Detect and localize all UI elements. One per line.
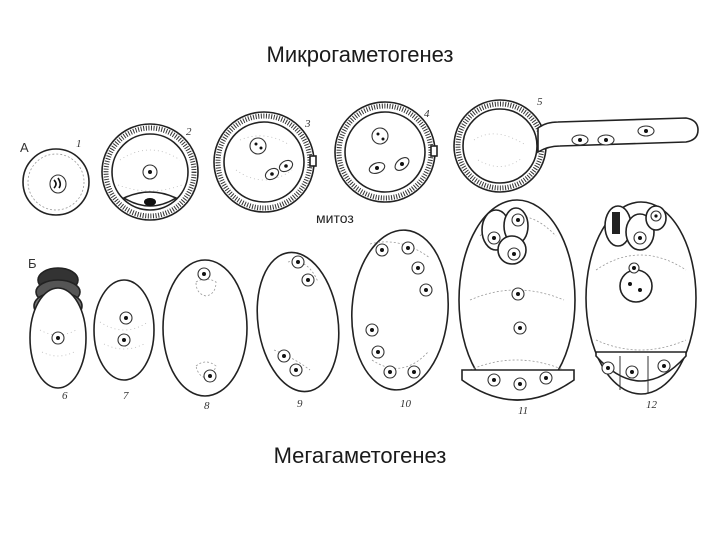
stage-1-microspore [23,149,89,215]
stage-5-pollen-tube [454,100,698,192]
stage-6-megaspore [30,268,86,388]
stage-3-pollen-grain [214,112,316,212]
stage-11-embryo-sac-cells [459,200,575,400]
stage-12-mature-embryo-sac [586,202,696,394]
stage-9-four-nucleate-embryo-sac [249,247,348,397]
stage-10-eight-nucleate-embryo-sac [347,227,454,393]
stage-4-pollen-grain [335,102,437,202]
stage-7-two-nuclei [94,280,154,380]
stage-8-binucleate-embryo-sac [163,260,247,396]
stage-2-pollen-grain [102,124,198,220]
